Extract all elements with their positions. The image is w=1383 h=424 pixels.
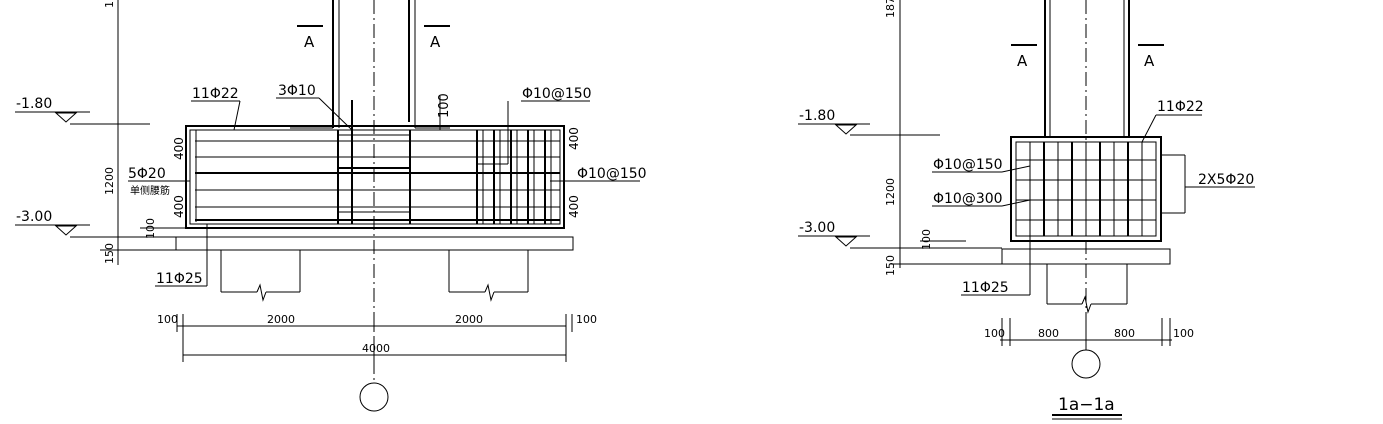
left-dim-2000-right: 2000 <box>455 313 483 326</box>
right-rebar-bottom: 11Φ25 <box>962 280 1009 296</box>
right-dim-100-vert: 100 <box>920 229 933 250</box>
left-labels: A A -1.80 -3.00 11Φ22 3Φ10 Φ10@150 Φ10@1… <box>16 1 647 355</box>
left-section-mark-2: A <box>430 33 441 51</box>
left-dim-top-partial: 1 <box>103 1 116 8</box>
right-dim-150: 150 <box>884 255 897 276</box>
left-dim-400-r1: 400 <box>567 127 581 150</box>
left-rebar-side-note: 单侧腰筋 <box>130 184 170 197</box>
left-dim-400-l2: 400 <box>172 195 186 218</box>
left-dim-100-rebar: 100 <box>437 93 452 118</box>
left-dim-150: 150 <box>103 243 116 264</box>
left-dim-2000-left: 2000 <box>267 313 295 326</box>
right-rebar-top: 11Φ22 <box>1157 99 1204 115</box>
right-dim-100-right: 100 <box>1173 327 1194 340</box>
right-dim-800-left: 800 <box>1038 327 1059 340</box>
left-section-mark-1: A <box>304 33 315 51</box>
left-dim-100-right: 100 <box>576 313 597 326</box>
right-dim-800-right: 800 <box>1114 327 1135 340</box>
left-rebar-stirrup-center: 3Φ10 <box>278 83 316 99</box>
right-section-mark-2: A <box>1144 52 1155 70</box>
right-dim-187: 187 <box>884 0 897 18</box>
right-level-top: -1.80 <box>799 108 835 124</box>
right-section-title: 1a−1a <box>1058 395 1115 415</box>
right-rebar-stirrup-2: Φ10@300 <box>933 191 1003 207</box>
right-section-mark-1: A <box>1017 52 1028 70</box>
right-rebar-side: 2X5Φ20 <box>1198 172 1254 188</box>
left-elevation <box>15 0 640 412</box>
right-dim-1200: 1200 <box>884 178 897 206</box>
left-dim-400-r2: 400 <box>567 195 581 218</box>
left-rebar-side: 5Φ20 <box>128 166 166 182</box>
left-dim-total: 4000 <box>362 342 390 355</box>
right-rebar-stirrup-1: Φ10@150 <box>933 157 1003 173</box>
left-level-bottom: -3.00 <box>16 209 52 225</box>
right-level-bottom: -3.00 <box>799 220 835 236</box>
left-dim-100-left: 100 <box>157 313 178 326</box>
left-rebar-bottom: 11Φ25 <box>156 271 203 287</box>
left-level-top: -1.80 <box>16 96 52 112</box>
right-section <box>798 0 1255 420</box>
left-rebar-right-mid: Φ10@150 <box>577 166 647 182</box>
left-dim-400-l1: 400 <box>172 137 186 160</box>
left-rebar-right-top: Φ10@150 <box>522 86 592 102</box>
left-rebar-top: 11Φ22 <box>192 86 239 102</box>
left-dim-100-vert: 100 <box>144 218 157 239</box>
right-dim-100-left: 100 <box>984 327 1005 340</box>
right-labels: A A -1.80 -3.00 11Φ22 Φ10@150 Φ10@300 2X… <box>799 0 1254 415</box>
left-dim-1200: 1200 <box>103 167 116 195</box>
